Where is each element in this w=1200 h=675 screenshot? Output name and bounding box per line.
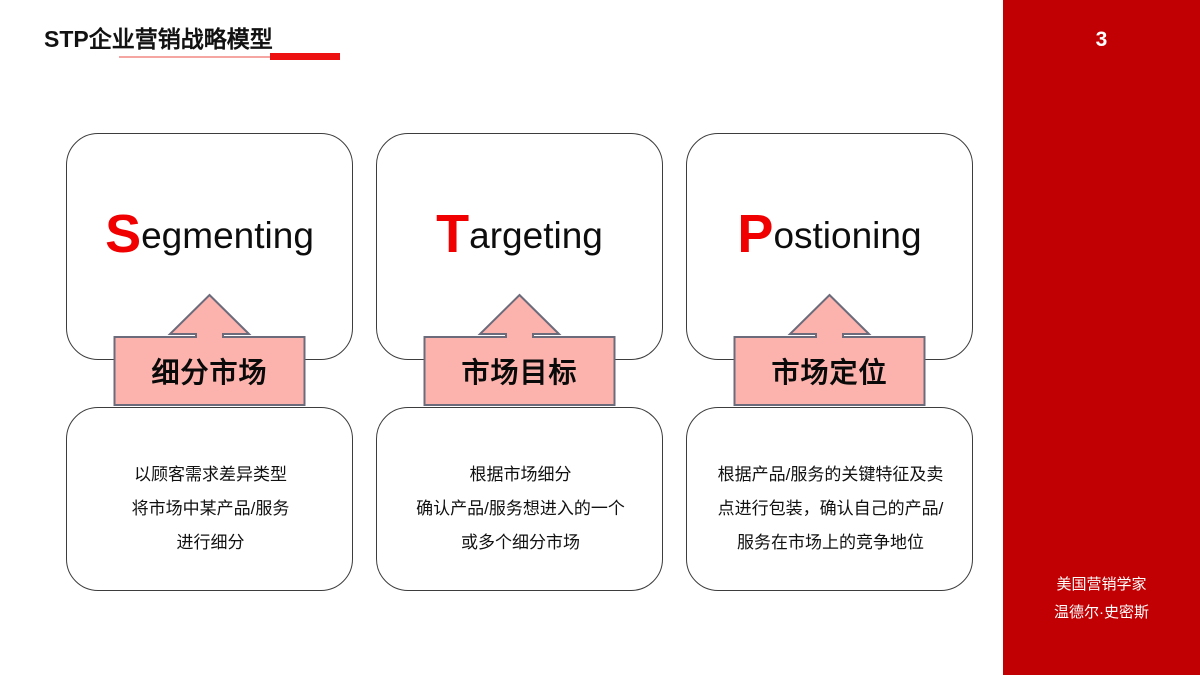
stp-column-positioning: Postioning 市场定位 根据产品/服务的关键特征及卖 点进行包装，确认自… bbox=[686, 133, 975, 591]
headline-text: Postioning bbox=[687, 207, 972, 261]
headline-rest: egmenting bbox=[141, 215, 314, 256]
side-panel: 3 美国营销学家 温德尔·史密斯 bbox=[1003, 0, 1200, 675]
headline-rest: argeting bbox=[469, 215, 603, 256]
arrow-block: 细分市场 bbox=[113, 293, 306, 407]
headline-initial: P bbox=[737, 204, 774, 264]
headline-initial: T bbox=[436, 204, 470, 264]
stp-column-targeting: Targeting 市场目标 根据市场细分 确认产品/服务想进入的一个 或多个细… bbox=[376, 133, 665, 591]
arrow-block: 市场定位 bbox=[733, 293, 926, 407]
page-number: 3 bbox=[1095, 28, 1108, 51]
description-text: 以顾客需求差异类型 将市场中某产品/服务 进行细分 bbox=[73, 458, 348, 560]
description-line: 根据产品/服务的关键特征及卖 bbox=[717, 465, 944, 484]
headline-text: Targeting bbox=[377, 207, 662, 261]
up-arrow-icon bbox=[423, 293, 616, 406]
up-arrow-icon bbox=[733, 293, 926, 406]
description-line: 将市场中某产品/服务 bbox=[131, 499, 290, 518]
credit-line-2: 温德尔·史密斯 bbox=[1054, 604, 1149, 621]
headline-initial: S bbox=[105, 204, 142, 264]
description-line: 点进行包装，确认自己的产品/ bbox=[717, 499, 944, 518]
description-line: 或多个细分市场 bbox=[461, 533, 580, 552]
description-line: 进行细分 bbox=[176, 533, 245, 552]
description-line: 服务在市场上的竞争地位 bbox=[737, 533, 924, 552]
side-credit: 美国营销学家 温德尔·史密斯 bbox=[1003, 571, 1200, 627]
description-text: 根据产品/服务的关键特征及卖 点进行包装，确认自己的产品/ 服务在市场上的竞争地… bbox=[693, 458, 968, 560]
arrow-label: 市场定位 bbox=[771, 357, 888, 388]
description-line: 以顾客需求差异类型 bbox=[134, 465, 287, 484]
stp-columns: Segmenting 细分市场 以顾客需求差异类型 将市场中某产品/服务 进行细… bbox=[66, 133, 975, 591]
description-card: 根据市场细分 确认产品/服务想进入的一个 或多个细分市场 bbox=[376, 407, 663, 591]
credit-line-1: 美国营销学家 bbox=[1056, 576, 1147, 593]
headline-card: Targeting bbox=[376, 133, 663, 360]
arrow-block: 市场目标 bbox=[423, 293, 616, 407]
headline-rest: ostioning bbox=[773, 215, 922, 256]
arrow-label: 细分市场 bbox=[151, 357, 268, 388]
description-text: 根据市场细分 确认产品/服务想进入的一个 或多个细分市场 bbox=[383, 458, 658, 560]
stp-column-segmenting: Segmenting 细分市场 以顾客需求差异类型 将市场中某产品/服务 进行细… bbox=[66, 133, 355, 591]
title-underline-thin bbox=[119, 56, 271, 58]
page-title: STP企业营销战略模型 bbox=[44, 26, 273, 52]
headline-text: Segmenting bbox=[67, 207, 352, 261]
description-card: 根据产品/服务的关键特征及卖 点进行包装，确认自己的产品/ 服务在市场上的竞争地… bbox=[686, 407, 973, 591]
description-line: 确认产品/服务想进入的一个 bbox=[416, 499, 625, 518]
description-card: 以顾客需求差异类型 将市场中某产品/服务 进行细分 bbox=[66, 407, 353, 591]
title-underline-thick bbox=[270, 53, 340, 60]
description-line: 根据市场细分 bbox=[469, 465, 572, 484]
up-arrow-icon bbox=[113, 293, 306, 406]
arrow-label: 市场目标 bbox=[461, 357, 578, 388]
